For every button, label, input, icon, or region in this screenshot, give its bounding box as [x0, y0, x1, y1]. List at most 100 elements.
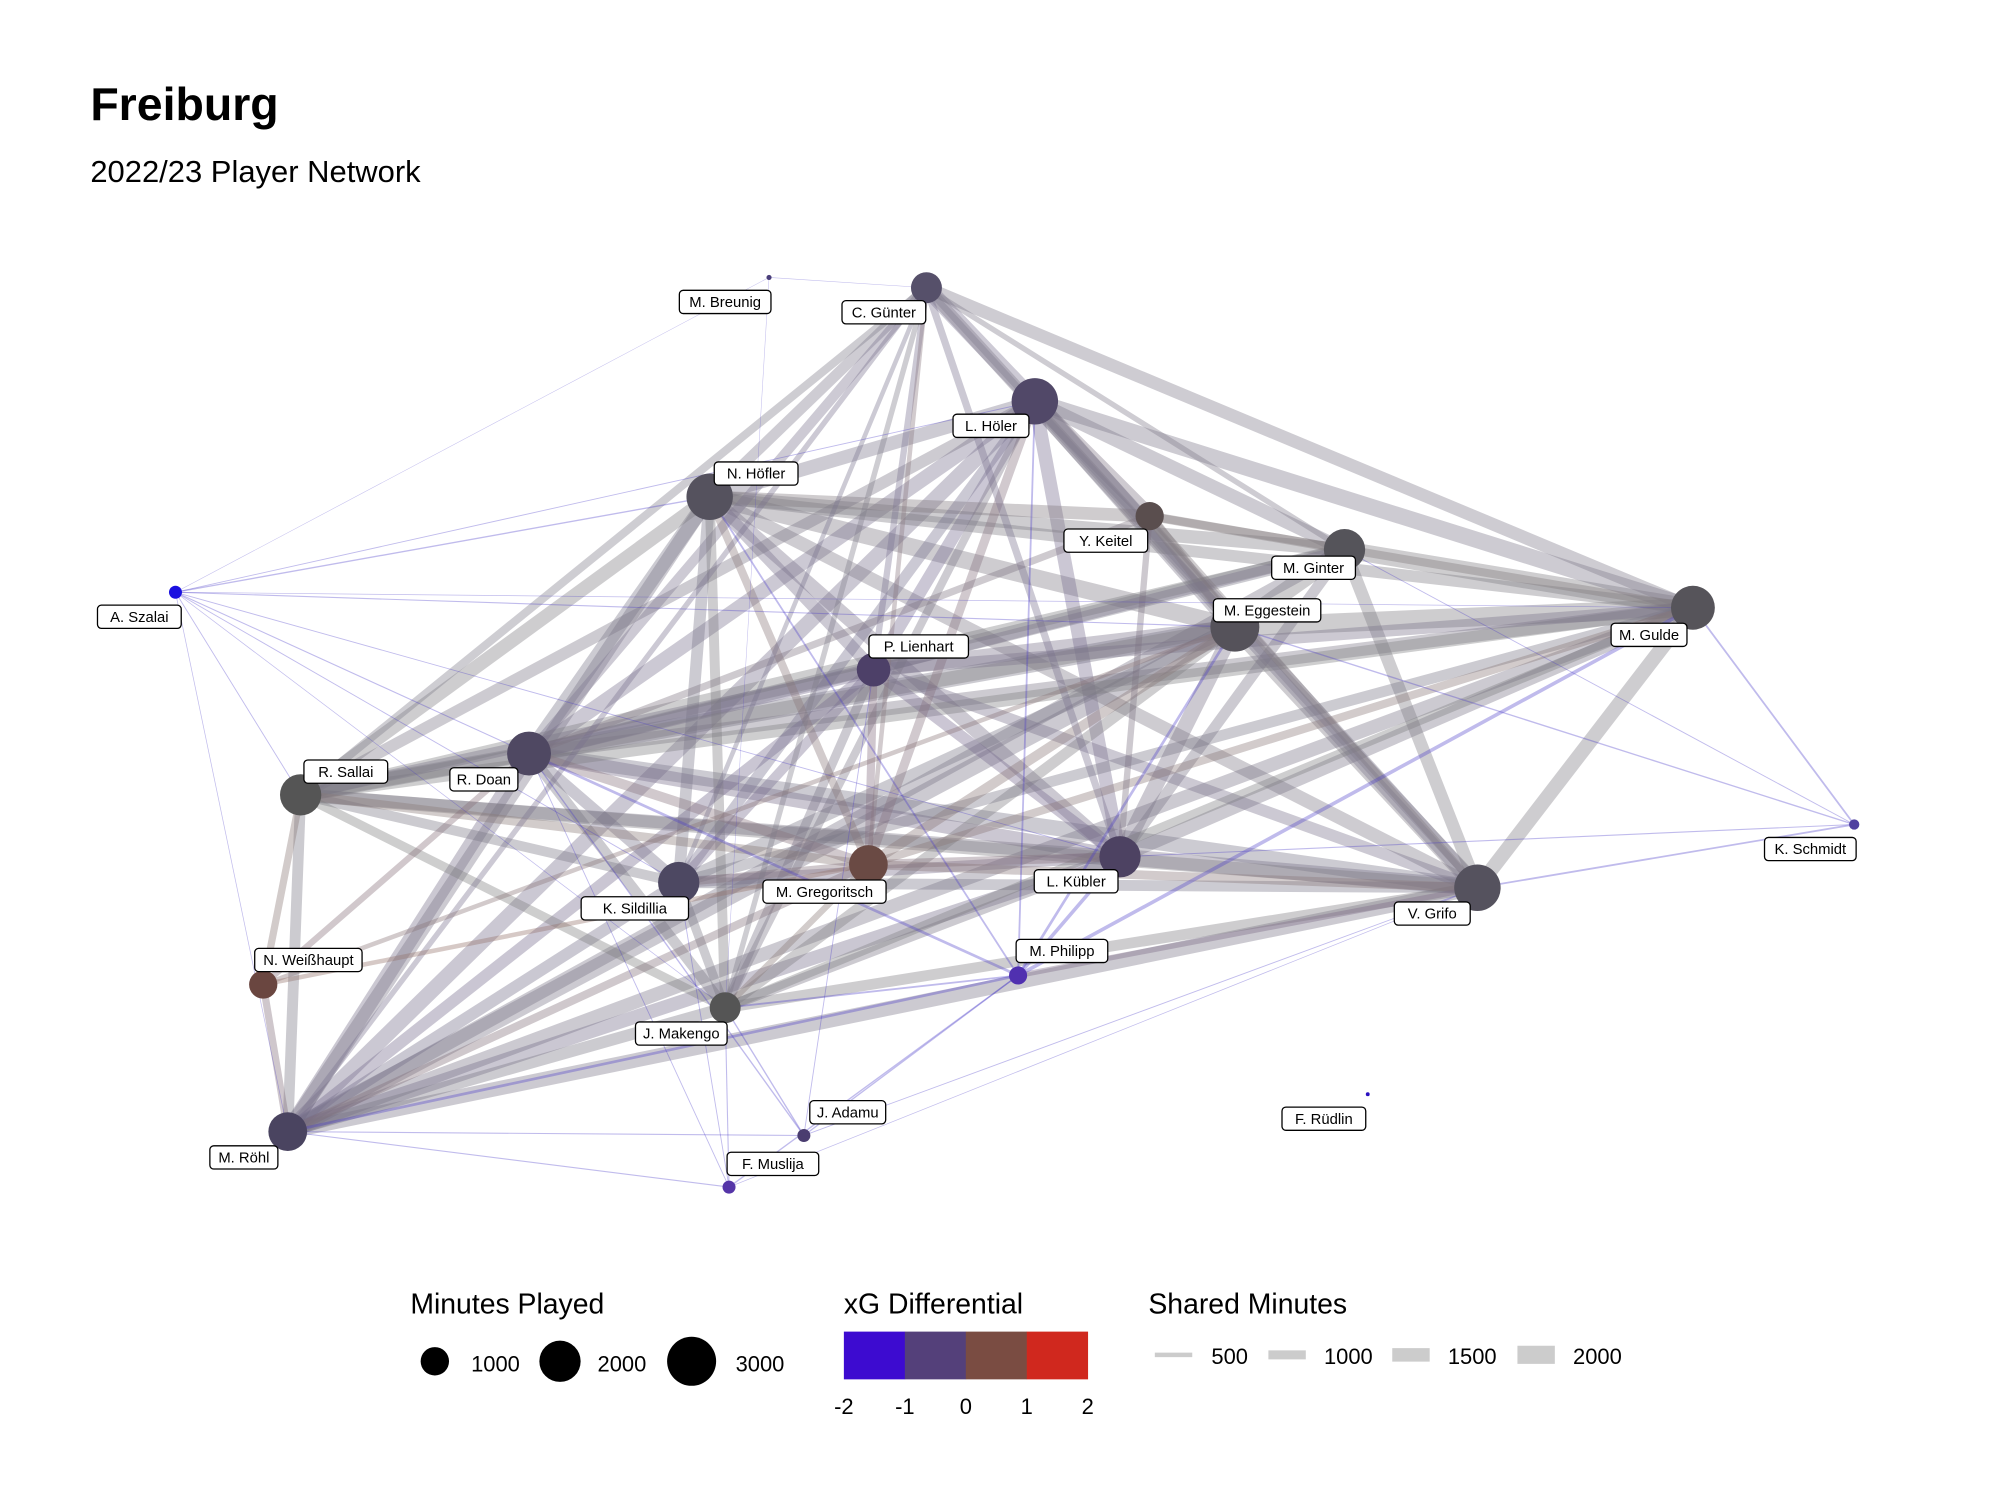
edge-c-gunter-m-eggestein: [922, 283, 1240, 632]
label-box: [1763, 836, 1857, 862]
edge-c-gunter-m-gregoritsch: [866, 287, 929, 865]
node-y-keitel: [1135, 501, 1164, 531]
edge-m-philipp-j-makengo: [725, 974, 1019, 1009]
edge-n-hofler-v-grifo: [706, 490, 1481, 894]
legend-color-bin: [965, 1331, 1028, 1380]
label-box: [1063, 528, 1149, 553]
edge-l-holer-v-grifo: [1029, 396, 1484, 893]
label-box: [809, 1100, 887, 1125]
node-r-sallai: [280, 774, 322, 816]
edge-n-hofler-m-rohl: [281, 492, 716, 1136]
label-text: R. Sallai: [318, 765, 373, 781]
edge-m-gulde-p-lienhart: [873, 601, 1694, 676]
edge-m-eggestein-m-rohl: [283, 619, 1239, 1140]
label-v-grifo: V. Grifo: [1393, 901, 1471, 926]
legend-size-label: 2000: [598, 1352, 647, 1377]
edge-l-kubler-k-sildillia: [678, 851, 1121, 888]
label-m-breunig: M. Breunig: [678, 289, 772, 315]
edge-r-sallai-k-sildillia: [299, 789, 680, 888]
edge-m-gulde-m-gregoritsch: [867, 603, 1695, 869]
node-n-weisshaupt: [249, 970, 278, 999]
label-text: V. Grifo: [1408, 907, 1457, 923]
label-box: [1271, 555, 1357, 580]
label-box: [580, 896, 690, 921]
edge-r-doan-l-kubler: [527, 746, 1122, 864]
edge-n-hofler-l-kubler: [704, 491, 1125, 863]
label-box: [1610, 622, 1688, 648]
edge-m-gulde-r-doan: [528, 601, 1694, 761]
node-m-gregoritsch: [849, 845, 888, 884]
edge-c-gunter-p-lienhart: [870, 287, 930, 671]
edge-m-gulde-k-schmidt: [1692, 607, 1855, 826]
edge-y-keitel-m-gulde: [1149, 512, 1694, 612]
node-m-breunig: [766, 274, 772, 280]
node-j-adamu: [797, 1128, 811, 1142]
edge-n-hofler-y-keitel: [709, 490, 1150, 523]
legend-color-title: xG Differential: [844, 1289, 1023, 1321]
edge-m-eggestein-v-grifo: [1228, 621, 1484, 894]
edge-r-doan-k-sildillia: [525, 749, 683, 888]
legend-color-tick: 1: [1021, 1394, 1033, 1419]
label-text: M. Breunig: [689, 295, 761, 311]
edge-l-holer-m-eggestein: [1028, 395, 1242, 634]
edge-l-holer-l-kubler: [1028, 400, 1127, 859]
label-text: Y. Keitel: [1079, 534, 1132, 550]
label-r-sallai: R. Sallai: [303, 759, 389, 784]
node-k-schmidt: [1849, 819, 1860, 830]
label-text: C. Günter: [852, 305, 916, 321]
edge-m-breunig-c-gunter: [769, 277, 927, 289]
edge-a-szalai-m-eggestein: [175, 591, 1235, 628]
node-p-lienhart: [856, 652, 891, 687]
edge-m-philipp-m-rohl: [287, 974, 1019, 1133]
label-l-holer: L. Höler: [952, 413, 1030, 439]
label-text: M. Eggestein: [1224, 603, 1311, 619]
label-p-lienhart: P. Lienhart: [868, 634, 970, 659]
label-box: [96, 604, 182, 630]
label-text: J. Makengo: [643, 1027, 720, 1043]
chart-title: Freiburg: [90, 78, 278, 130]
edge-m-philipp-n-hofler: [708, 496, 1019, 976]
edge-n-hofler-m-ginter: [709, 490, 1346, 557]
edge-p-lienhart-v-grifo: [871, 664, 1480, 894]
label-box: [713, 461, 799, 486]
legend-size-dot-1000: [420, 1347, 450, 1376]
edge-c-gunter-m-gulde: [924, 281, 1696, 614]
edge-n-hofler-j-makengo: [704, 496, 731, 1008]
edge-m-gregoritsch-k-sildillia: [678, 860, 869, 887]
edge-m-ginter-m-gulde: [1343, 541, 1695, 617]
node-l-kubler: [1099, 836, 1141, 878]
label-box: [209, 1145, 279, 1170]
edge-a-szalai-m-gulde: [175, 591, 1693, 609]
node-m-philipp: [1009, 966, 1028, 985]
edge-c-gunter-j-makengo: [722, 287, 930, 1009]
edge-m-gulde-m-rohl: [285, 601, 1696, 1138]
label-text: F. Rüdlin: [1295, 1112, 1353, 1128]
edge-r-sallai-v-grifo: [300, 788, 1478, 895]
edge-j-adamu-v-grifo: [803, 887, 1478, 1136]
edge-f-muslija-v-grifo: [728, 887, 1478, 1188]
edge-c-gunter-r-sallai: [298, 284, 930, 798]
edge-v-grifo-k-schmidt: [1477, 823, 1855, 889]
edge-f-muslija-r-doan: [528, 753, 730, 1188]
edge-j-adamu-r-doan: [528, 753, 805, 1136]
legend-color-tick: -2: [834, 1394, 853, 1419]
label-n-hofler: N. Höfler: [713, 461, 799, 486]
label-text: A. Szalai: [110, 610, 169, 626]
edge-a-szalai-j-makengo: [175, 591, 726, 1009]
edge-l-holer-m-ginter: [1031, 395, 1348, 556]
edge-c-gunter-r-doan: [525, 284, 931, 757]
label-k-sildillia: K. Sildillia: [580, 896, 690, 921]
label-text: N. Weißhaupt: [263, 953, 354, 969]
edge-m-breunig-j-makengo: [724, 277, 770, 1008]
edge-m-philipp-m-eggestein: [1016, 626, 1236, 977]
node-f-muslija: [722, 1180, 736, 1194]
label-text: N. Höfler: [727, 467, 786, 483]
edge-a-szalai-r-doan: [175, 591, 530, 755]
label-text: M. Ginter: [1283, 561, 1344, 577]
legend-color-bin: [904, 1331, 967, 1380]
edge-m-eggestein-l-kubler: [1113, 623, 1242, 861]
label-m-gulde: M. Gulde: [1610, 622, 1688, 648]
edge-a-szalai-k-sildillia: [175, 591, 679, 883]
label-y-keitel: Y. Keitel: [1063, 528, 1149, 553]
